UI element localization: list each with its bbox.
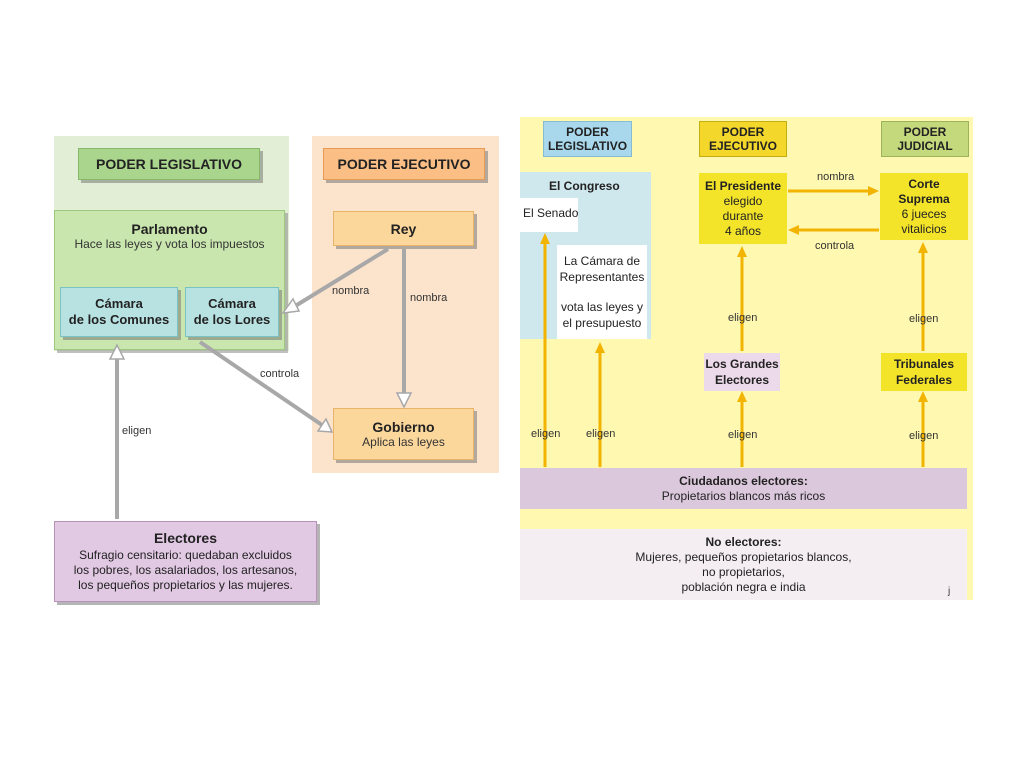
no-electores-title: No electores: xyxy=(705,534,782,549)
right-legislativo-header-line-1: PODER xyxy=(566,125,609,139)
corte-title-line-1: Corte xyxy=(908,176,940,191)
arrowhead-rey-camaras xyxy=(281,297,301,314)
label-nombra-gobierno: nombra xyxy=(410,292,448,304)
camara-lores-line-1: Cámara xyxy=(208,296,256,311)
parlamento-desc: Hace las leyes y vota los impuestos xyxy=(74,237,265,251)
camara-comunes-line-2: de los Comunes xyxy=(68,312,170,327)
rey-box: Rey xyxy=(333,211,474,246)
camara-comunes-box: Cámara de los Comunes xyxy=(60,287,178,337)
presidente-line-3: 4 años xyxy=(724,223,762,238)
left-legislativo-header-text: PODER LEGISLATIVO xyxy=(96,156,242,172)
camara-representantes-box xyxy=(557,245,647,339)
label-eligen: eligen xyxy=(122,425,152,437)
label-right-nombra: nombra xyxy=(817,171,855,183)
vota-line-1: vota las leyes y xyxy=(560,300,644,314)
no-electores-line-3: población negra e india xyxy=(681,579,806,594)
no-electores-line-2: no propietarios, xyxy=(702,564,785,579)
corte-line-1: 6 jueces xyxy=(901,206,947,221)
ciudadanos-title: Ciudadanos electores: xyxy=(679,473,808,488)
label-eligen-grandes: eligen xyxy=(728,429,758,441)
no-electores-line-1: Mujeres, pequeños propietarios blancos, xyxy=(635,549,852,564)
arrowhead-nombra xyxy=(868,186,879,196)
right-ejecutivo-header-line-1: PODER xyxy=(721,125,765,139)
arrowhead-camara-gobierno xyxy=(316,417,334,433)
arrowhead-rey-gobierno xyxy=(395,392,413,409)
right-judicial-header-line-1: PODER xyxy=(903,125,947,139)
vota-text: vota las leyes y el presupuesto xyxy=(557,299,647,331)
grandes-electores-line-2: Electores xyxy=(714,373,770,387)
electores-line-2: los pobres, los asalariados, los artesan… xyxy=(73,562,298,577)
camara-representantes-line-2: Representantes xyxy=(559,270,645,284)
grandes-electores-line-1: Los Grandes xyxy=(705,357,779,371)
arrowhead-senado xyxy=(540,233,550,244)
parlamento-text: Parlamento Hace las leyes y vota los imp… xyxy=(54,217,285,255)
camara-comunes-line-1: Cámara xyxy=(95,296,143,311)
label-eligen-senado: eligen xyxy=(531,428,561,440)
arrowhead-tribunales xyxy=(918,391,928,402)
arrow-camara-gobierno xyxy=(198,340,324,427)
ciudadanos-desc: Propietarios blancos más ricos xyxy=(661,488,826,503)
presidente-title: El Presidente xyxy=(704,178,782,193)
camara-lores-line-2: de los Lores xyxy=(193,312,271,327)
rey-text: Rey xyxy=(390,220,417,237)
label-controla: controla xyxy=(260,368,300,380)
camara-representantes-text: La Cámara de Representantes xyxy=(557,253,647,285)
arrow-rey-camaras xyxy=(290,247,390,310)
ciudadanos-box: Ciudadanos electores: Propietarios blanc… xyxy=(520,468,967,509)
label-eligen-presidente: eligen xyxy=(728,312,758,324)
arrowhead-controla xyxy=(788,225,799,235)
right-judicial-header-line-2: JUDICIAL xyxy=(897,139,953,153)
parlamento-title: Parlamento xyxy=(131,221,208,237)
electores-box: Electores Sufragio censitario: quedaban … xyxy=(54,521,317,602)
label-eligen-corte: eligen xyxy=(909,313,939,325)
left-ejecutivo-header: PODER EJECUTIVO xyxy=(323,148,485,180)
page-mark: j xyxy=(948,586,951,597)
right-judicial-header: PODER JUDICIAL xyxy=(881,121,969,157)
electores-line-1: Sufragio censitario: quedaban excluidos xyxy=(79,547,292,562)
tribunales-line-1: Tribunales xyxy=(893,357,955,371)
corte-title-line-2: Suprema xyxy=(898,191,950,206)
senado-box xyxy=(520,198,578,232)
arrowhead-corte xyxy=(918,242,928,253)
gobierno-desc: Aplica las leyes xyxy=(362,435,445,449)
electores-line-3: los pequeños propietarios y las mujeres. xyxy=(78,577,293,592)
arrowhead-electores-parlamento xyxy=(108,343,126,360)
tribunales-line-2: Federales xyxy=(895,373,953,387)
senado-label: El Senado xyxy=(523,206,579,220)
label-eligen-tribunales: eligen xyxy=(909,430,939,442)
right-ejecutivo-header: PODER EJECUTIVO xyxy=(699,121,787,157)
corte-line-2: vitalicios xyxy=(901,221,947,236)
label-right-controla: controla xyxy=(815,240,855,252)
gobierno-title: Gobierno xyxy=(372,419,435,435)
right-ejecutivo-header-line-2: EJECUTIVO xyxy=(708,139,777,153)
camara-lores-box: Cámara de los Lores xyxy=(185,287,279,337)
presidente-box: El Presidente elegido durante 4 años xyxy=(699,173,787,244)
no-electores-box: No electores: Mujeres, pequeños propieta… xyxy=(520,529,967,600)
arrowhead-presidente xyxy=(737,246,747,257)
label-eligen-camara: eligen xyxy=(586,428,616,440)
arrowhead-camara xyxy=(595,342,605,353)
presidente-line-1: elegido xyxy=(723,193,763,208)
label-nombra-camaras: nombra xyxy=(332,285,370,297)
congreso-label: El Congreso xyxy=(549,179,620,193)
right-legislativo-header-line-2: LEGISLATIVO xyxy=(547,139,628,153)
gobierno-box: Gobierno Aplica las leyes xyxy=(333,408,474,460)
right-legislativo-header: PODER LEGISLATIVO xyxy=(543,121,632,157)
grandes-electores-box: Los Grandes Electores xyxy=(704,353,780,391)
left-ejecutivo-header-text: PODER EJECUTIVO xyxy=(337,156,471,172)
corte-suprema-box: Corte Suprema 6 jueces vitalicios xyxy=(880,173,968,240)
tribunales-box: Tribunales Federales xyxy=(881,353,967,391)
electores-title: Electores xyxy=(153,529,218,546)
vota-line-2: el presupuesto xyxy=(562,316,642,330)
camara-representantes-line-1: La Cámara de xyxy=(563,254,641,268)
presidente-line-2: durante xyxy=(722,208,764,223)
left-legislativo-header: PODER LEGISLATIVO xyxy=(78,148,260,180)
arrowhead-grandes-electores xyxy=(737,391,747,402)
